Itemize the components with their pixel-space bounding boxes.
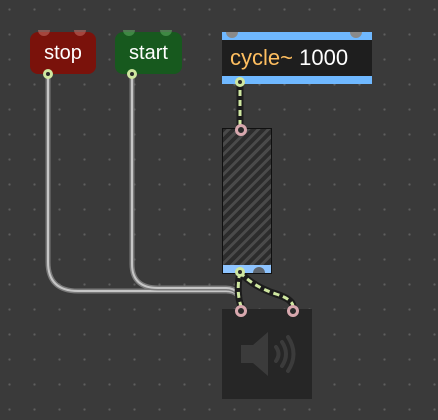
stop-outlet[interactable]	[43, 69, 53, 79]
cycle-outlet[interactable]	[235, 77, 245, 87]
speaker-icon	[241, 332, 296, 376]
cycle-inlet-left[interactable]	[226, 32, 238, 38]
stop-inlet-right[interactable]	[74, 30, 86, 36]
start-label: start	[129, 42, 168, 64]
cycle-object-argument: 1000	[299, 45, 349, 70]
cycle-inlet-right[interactable]	[350, 32, 362, 38]
stop-message-button[interactable]: stop	[30, 30, 96, 79]
dac-right-inlet[interactable]	[287, 305, 299, 317]
dac-speaker-object[interactable]	[222, 305, 312, 399]
meter-bottom-bar	[223, 265, 271, 273]
stop-inlet[interactable]	[38, 30, 50, 36]
stop-label: stop	[44, 42, 82, 64]
cycle-object-name: cycle~	[230, 45, 293, 70]
start-message-button[interactable]: start	[115, 30, 182, 79]
stop-to-dac-cord[interactable]	[45, 73, 244, 309]
meter-outlet[interactable]	[235, 267, 245, 277]
meter-inlet[interactable]	[235, 124, 247, 136]
start-inlet-right[interactable]	[160, 30, 172, 36]
meter-to-dac-left-signal-cord[interactable]	[234, 271, 245, 308]
start-outlet[interactable]	[127, 69, 137, 79]
dac-left-inlet[interactable]	[235, 305, 247, 317]
meter-outlet-right[interactable]	[253, 267, 265, 273]
meter-to-dac-right-signal-cord[interactable]	[237, 269, 297, 307]
start-inlet[interactable]	[123, 30, 135, 36]
level-meter[interactable]	[222, 124, 272, 277]
cycle-object-box[interactable]: cycle~ 1000	[222, 32, 372, 87]
